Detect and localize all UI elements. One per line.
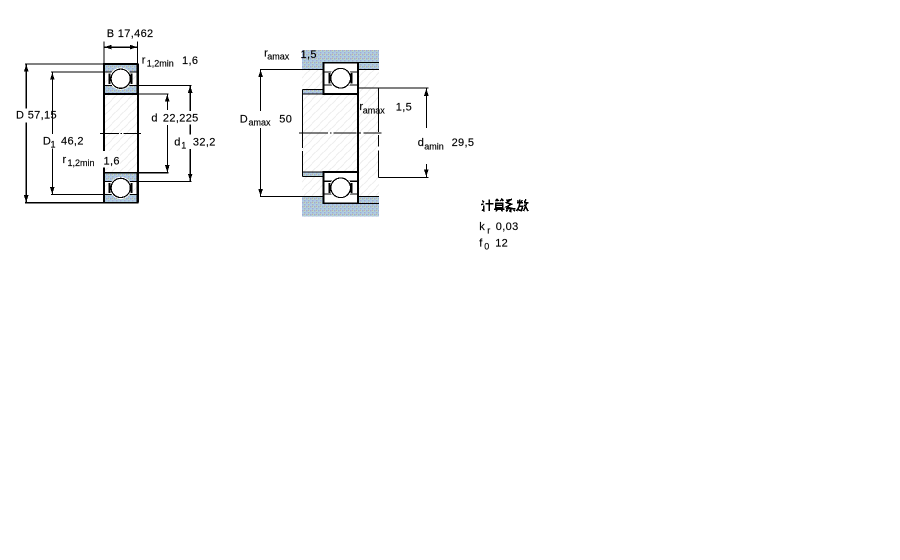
svg-text:0,03: 0,03 xyxy=(496,221,519,233)
svg-text:d: d xyxy=(151,112,157,124)
svg-text:D 57,15: D 57,15 xyxy=(16,110,57,122)
svg-text:d: d xyxy=(418,137,424,149)
svg-text:r: r xyxy=(63,154,67,166)
svg-text:amax: amax xyxy=(249,118,272,128)
svg-text:50: 50 xyxy=(279,114,292,126)
svg-text:D: D xyxy=(240,114,248,126)
svg-text:1,6: 1,6 xyxy=(182,55,198,67)
svg-text:r: r xyxy=(264,47,268,59)
svg-text:amin: amin xyxy=(424,141,444,151)
svg-text:1,2min: 1,2min xyxy=(68,158,95,168)
svg-text:r: r xyxy=(487,225,490,235)
svg-text:32,2: 32,2 xyxy=(193,137,216,149)
svg-text:29,5: 29,5 xyxy=(452,137,475,149)
svg-text:amax: amax xyxy=(267,51,290,61)
svg-text:22,225: 22,225 xyxy=(163,112,199,124)
svg-text:46,2: 46,2 xyxy=(61,135,84,147)
svg-text:D: D xyxy=(43,135,51,147)
svg-text:1,5: 1,5 xyxy=(301,49,317,61)
svg-text:1: 1 xyxy=(181,141,186,151)
svg-text:1,6: 1,6 xyxy=(104,155,120,167)
svg-text:1: 1 xyxy=(51,139,56,149)
svg-text:B 17,462: B 17,462 xyxy=(107,28,154,40)
svg-text:12: 12 xyxy=(495,237,508,249)
svg-text:1,5: 1,5 xyxy=(396,102,412,114)
svg-text:1,2min: 1,2min xyxy=(147,59,174,69)
svg-text:d: d xyxy=(174,137,180,149)
svg-text:amax: amax xyxy=(363,105,386,115)
svg-text:k: k xyxy=(479,221,485,233)
svg-text:r: r xyxy=(359,101,363,113)
svg-text:0: 0 xyxy=(484,242,489,252)
svg-text:r: r xyxy=(142,54,146,66)
svg-text:f: f xyxy=(479,237,483,249)
